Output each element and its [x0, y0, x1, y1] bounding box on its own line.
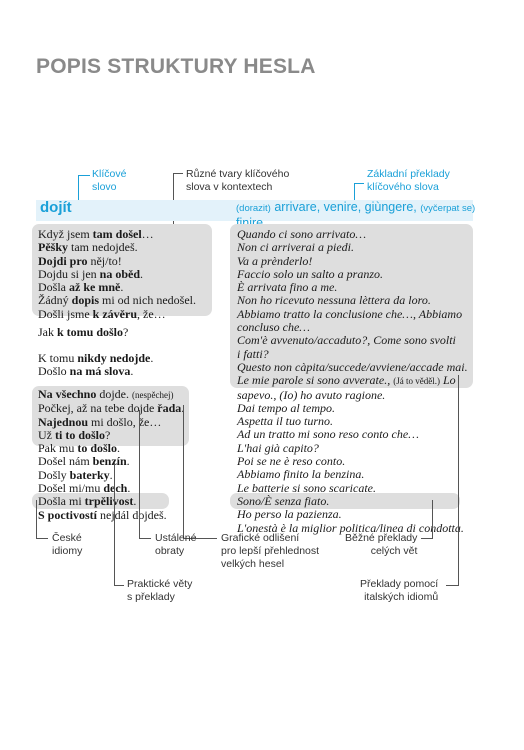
italian-line: Va a prènderlo! [237, 253, 313, 268]
czech-line: Došlo na má slova. [38, 364, 134, 379]
header-note-arrive: (dorazit) [236, 203, 271, 214]
italian-line: Dai tempo al tempo. [237, 400, 335, 415]
italian-line: È arrivata fino a me. [237, 280, 338, 295]
czech-highlight-last [32, 493, 169, 509]
connector-practical [114, 462, 115, 585]
connector-idiom-translations-tick [446, 585, 459, 586]
italian-line: Abbiamo tratto la conclusione che…, Abbi… [237, 306, 463, 321]
label-key-word: Klíčové slovo [92, 168, 127, 193]
czech-line: Žádný dopis mi od nich nedošel. [38, 293, 196, 308]
czech-line: Když jsem tam došel… [38, 227, 154, 241]
italian-line: Non ci arriverai a piedi. [237, 240, 354, 255]
czech-line: S poctivostí nejdál dojdeš. [38, 507, 167, 522]
connector-key-word [78, 175, 79, 206]
connector-fixed-phrases [139, 410, 140, 538]
czech-line: Pěšky tam nedojdeš. [38, 240, 138, 255]
czech-line: Došla mi trpělivost. [38, 494, 137, 509]
italian-line: Faccio solo un salto a pranzo. [237, 266, 383, 281]
label-common-translations: Běžné překlady celých vět [345, 532, 418, 557]
italian-line: Ho perso la pazienza. [237, 507, 342, 522]
connector-common-tick [421, 538, 433, 539]
italian-line: concluso che… [237, 320, 310, 335]
connector-idiom-translations [458, 375, 459, 585]
connector-czech-idioms-tick [36, 538, 48, 539]
czech-line: K tomu nikdy nedojde. [38, 351, 154, 365]
czech-line: Jak k tomu došlo? [38, 325, 129, 339]
czech-line: Došly baterky. [38, 467, 113, 482]
italian-line: Questo non càpita/succede/avviene/accade… [237, 359, 468, 374]
connector-fixed-phrases-tick [139, 538, 151, 539]
headword-bar [36, 200, 473, 221]
label-czech-idioms: České idiomy [52, 532, 83, 557]
czech-block-3: Na všechno dojde. (nespěchej) Počkej, až… [38, 387, 184, 522]
italian-line: Aspetta il tuo turno. [237, 414, 333, 429]
czech-line: Najednou mi došlo, že… [38, 414, 162, 429]
czech-line: Dojdi pro něj/to! [38, 253, 122, 268]
label-word-forms: Různé tvary klíčového slova v kontextech [186, 168, 290, 193]
label-fixed-phrases: Ustálené obraty [155, 532, 197, 557]
connector-translations [354, 183, 355, 207]
czech-line: Došli jsme k závěru, že… [38, 306, 166, 321]
italian-line: Quando ci sono arrivato… [237, 227, 366, 241]
headword: dojít [40, 199, 72, 216]
italian-line: Poi se ne è reso conto. [237, 454, 346, 469]
italian-line: i fatti? [237, 346, 269, 361]
label-practical-sentences: Praktické věty s překlady [127, 578, 193, 603]
connector-key-word-tick [78, 175, 90, 176]
connector-forms-tick [173, 173, 183, 174]
italian-line: Le batterie si sono scaricate. [237, 480, 376, 495]
connector-translations-tick [354, 183, 364, 184]
czech-highlight-top [32, 224, 212, 316]
czech-line: Už ti to došlo? [38, 427, 111, 442]
connector-practical-tick [114, 585, 124, 586]
label-idiom-translations: Překlady pomocí italských idiomů [360, 578, 439, 603]
italian-column: Quando ci sono arrivato… Non ci arrivera… [237, 227, 468, 535]
czech-line: Došla až ke mně. [38, 280, 124, 295]
page-title: POPIS STRUKTURY HESLA [36, 55, 316, 78]
czech-block-2: K tomu nikdy nedojde. Došlo na má slova. [38, 351, 154, 379]
czech-line: Došel mi/mu dech. [38, 481, 131, 496]
czech-line: Počkej, až na tebe dojde řada. [38, 401, 184, 416]
czech-line: Došel nám benzín. [38, 454, 130, 469]
connector-czech-idioms [36, 500, 37, 538]
connector-common [432, 500, 433, 538]
connector-graphic [183, 405, 184, 538]
czech-line: Pak mu to došlo. [38, 441, 121, 456]
label-graphic-distinction: Grafické odlišení pro lepší přehlednost … [221, 532, 320, 570]
connector-graphic-tick [183, 538, 217, 539]
label-basic-translations: Základní překlady klíčového slova [367, 168, 450, 193]
italian-line: sapevo., (Io) ho avuto ragione. [237, 387, 386, 402]
italian-line: Abbiamo finito la benzina. [237, 467, 365, 482]
italian-highlight-top [230, 224, 473, 388]
czech-line: Na všechno dojde. (nespěchej) [38, 387, 174, 401]
italian-line: L'onestà è la miglior politica/linea di … [237, 520, 464, 535]
italian-line: Non ho ricevuto nessuna lèttera da loro. [237, 293, 431, 308]
italian-line: Com'è avvenuto/accaduto?, Come sono svol… [237, 333, 456, 348]
czech-block-1: Když jsem tam došel… Pěšky tam nedojdeš.… [38, 227, 196, 321]
italian-line: L'hai già capito? [237, 440, 319, 455]
czech-line: Dojdu si jen na oběd. [38, 266, 144, 281]
header-note-exhaust: (vyčerpat se) [420, 203, 476, 214]
italian-line: Le mie parole si sono avverate., (Já to … [237, 373, 456, 388]
header-words: arrivare, venire, giùngere, [274, 200, 417, 214]
czech-highlight-idioms [32, 386, 189, 446]
italian-line: Ad un tratto mi sono reso conto che… [237, 427, 419, 442]
italian-line: Sono/È senza fiato. [237, 493, 330, 508]
italian-highlight-last [230, 493, 460, 509]
